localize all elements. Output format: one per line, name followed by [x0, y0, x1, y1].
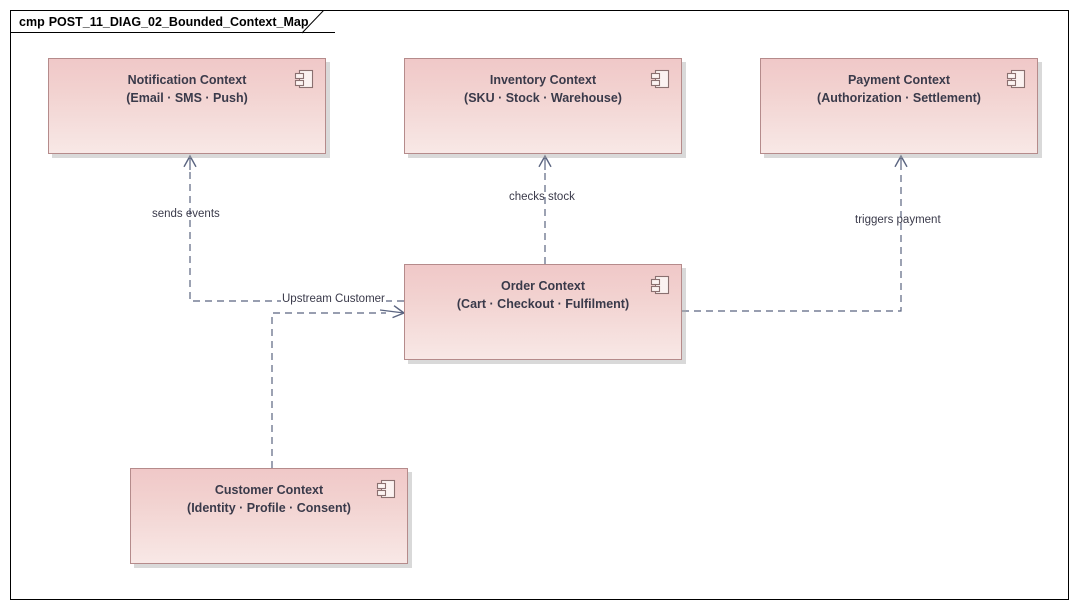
connector-label-upstream-customer: Upstream Customer: [281, 293, 386, 305]
component-name: Payment Context: [847, 73, 951, 87]
component-name: Customer Context: [214, 483, 324, 497]
connector-label-sends-events: sends events: [152, 208, 220, 220]
uml-component-icon: [650, 275, 670, 295]
uml-component-icon: [650, 69, 670, 89]
component-inventory-context[interactable]: Inventory Context (SKU · Stock · Warehou…: [404, 58, 682, 154]
component-subtitle: (Email · SMS · Push): [126, 91, 248, 105]
component-name: Notification Context: [127, 73, 247, 87]
diagram-title-tab[interactable]: cmp POST_11_DIAG_02_Bounded_Context_Map: [10, 10, 335, 33]
uml-component-icon: [376, 479, 396, 499]
component-subtitle: (Cart · Checkout · Fulfilment): [456, 297, 630, 311]
component-label-group: Order Context (Cart · Checkout · Fulfilm…: [405, 277, 681, 313]
component-label-group: Customer Context (Identity · Profile · C…: [131, 481, 407, 517]
component-subtitle: (SKU · Stock · Warehouse): [464, 91, 622, 105]
connector-label-checks-stock: checks stock: [509, 191, 575, 203]
component-payment-context[interactable]: Payment Context (Authorization · Settlem…: [760, 58, 1038, 154]
diagram-name-label: POST_11_DIAG_02_Bounded_Context_Map: [48, 14, 309, 29]
uml-component-icon: [1006, 69, 1026, 89]
connector-label-triggers-payment: triggers payment: [855, 214, 941, 226]
component-label-group: Inventory Context (SKU · Stock · Warehou…: [405, 71, 681, 107]
uml-component-icon: [294, 69, 314, 89]
component-order-context[interactable]: Order Context (Cart · Checkout · Fulfilm…: [404, 264, 682, 360]
component-customer-context[interactable]: Customer Context (Identity · Profile · C…: [130, 468, 408, 564]
component-name: Inventory Context: [489, 73, 597, 87]
component-label-group: Payment Context (Authorization · Settlem…: [761, 71, 1037, 107]
component-subtitle: (Identity · Profile · Consent): [187, 501, 351, 515]
component-subtitle: (Authorization · Settlement): [817, 91, 981, 105]
component-notification-context[interactable]: Notification Context (Email · SMS · Push…: [48, 58, 326, 154]
diagram-kind-label: cmp: [19, 14, 45, 29]
diagram-frame: [10, 10, 1069, 600]
component-label-group: Notification Context (Email · SMS · Push…: [49, 71, 325, 107]
component-name: Order Context: [500, 279, 586, 293]
